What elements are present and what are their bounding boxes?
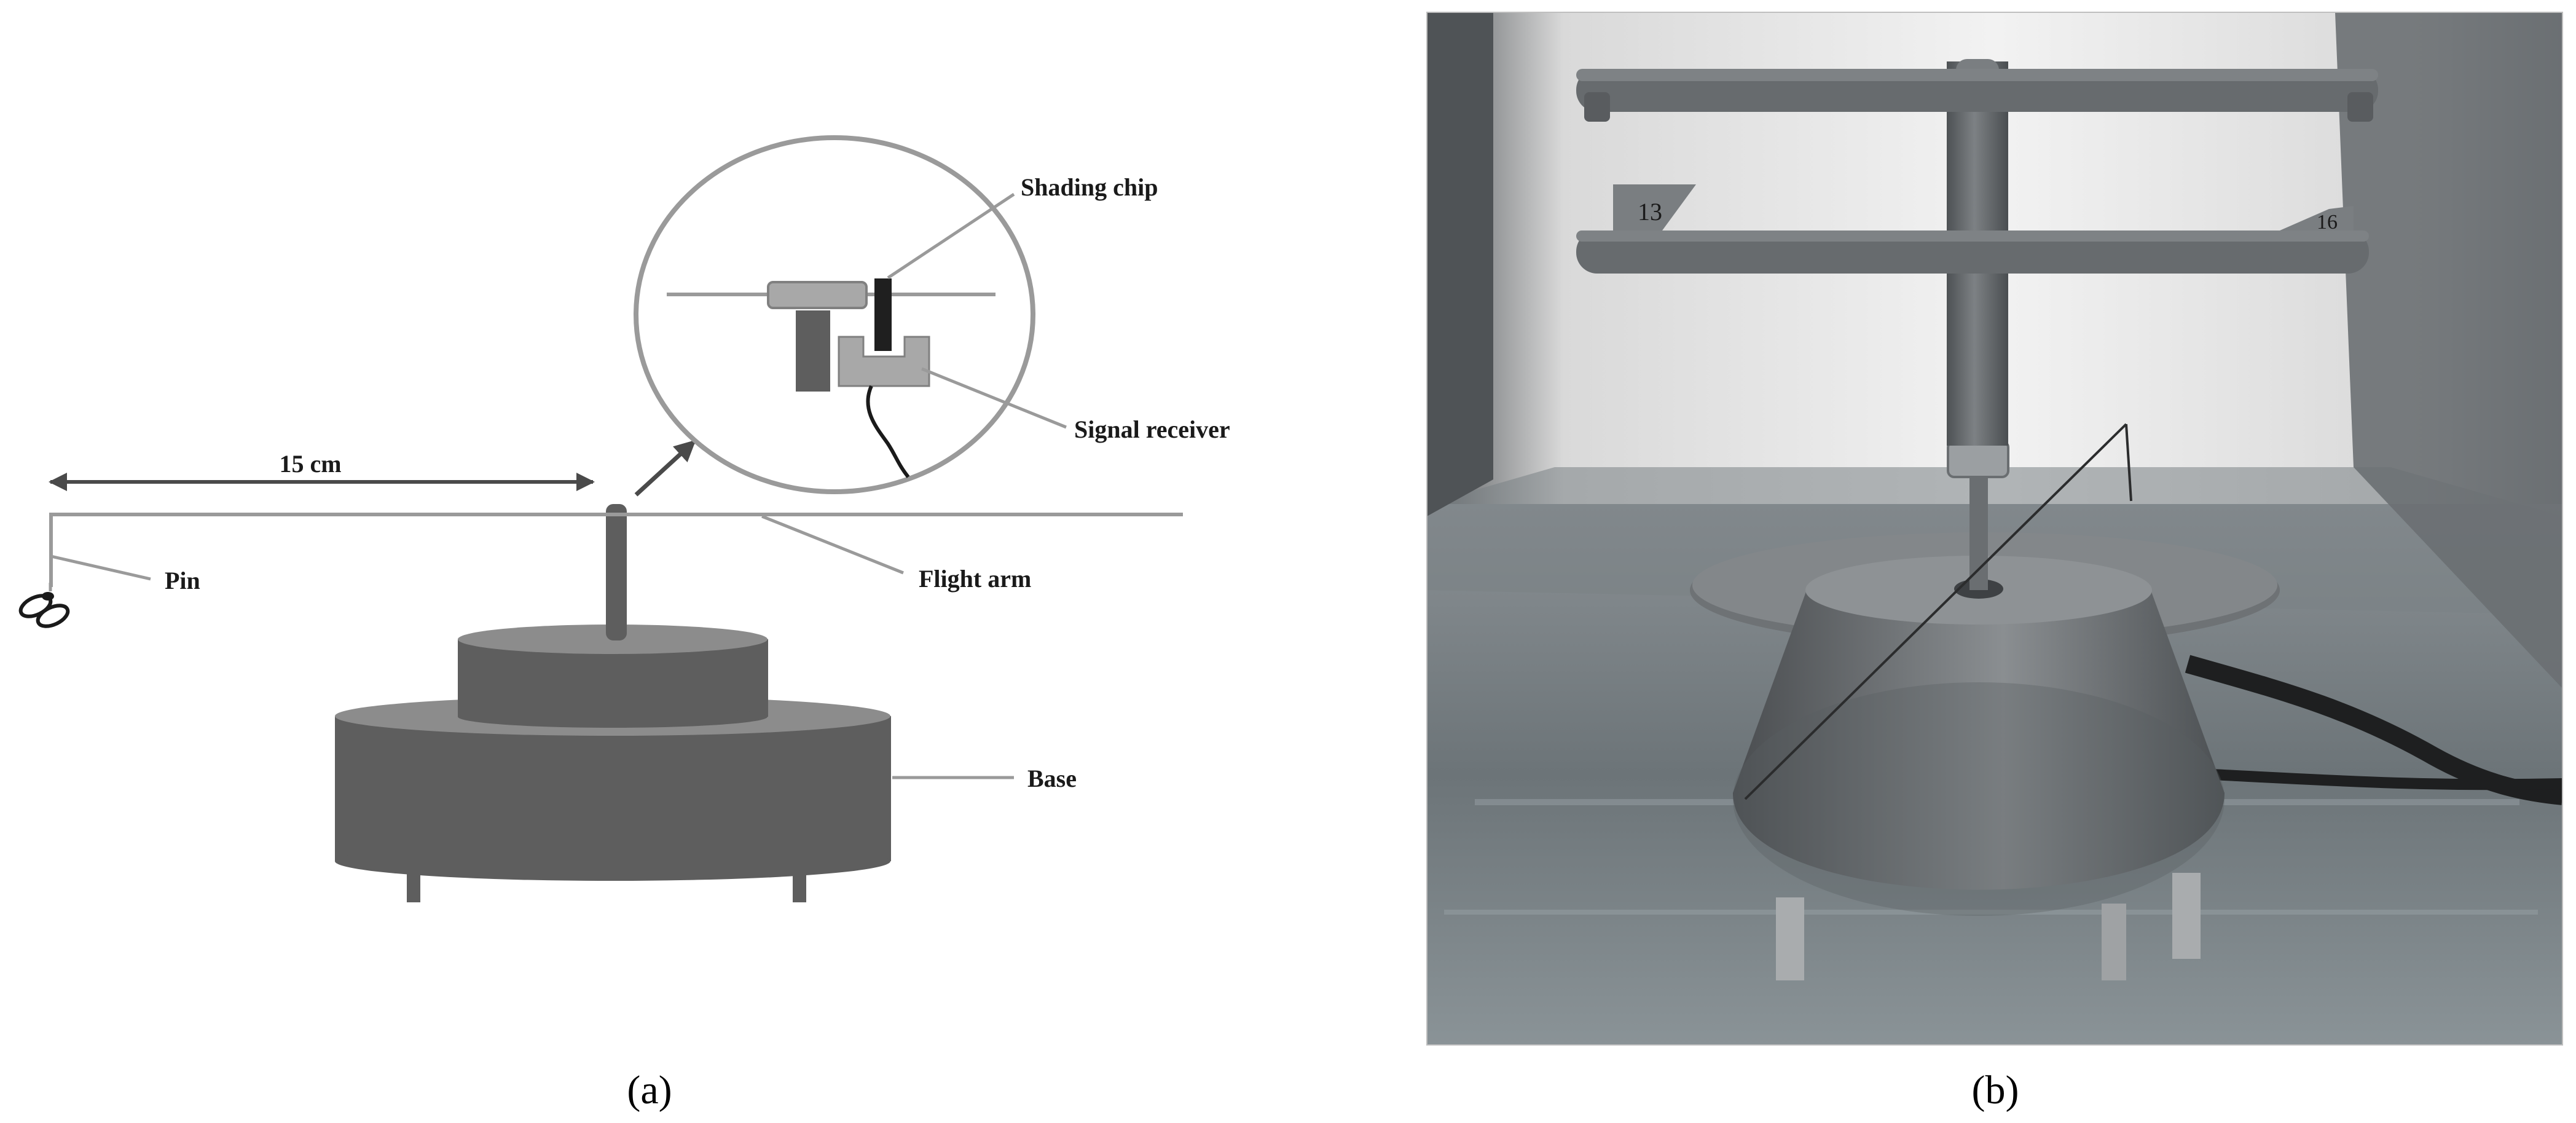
label-pin: Pin [165, 567, 200, 594]
detail-inset-outline [634, 135, 1035, 494]
leader-pin [50, 554, 151, 581]
label-shading-chip: Shading chip [1021, 173, 1158, 201]
photo-frame [1426, 12, 2563, 1046]
caption-b: (b) [1972, 1068, 2019, 1113]
label-flight-arm: Flight arm [919, 565, 1031, 593]
insect-icon [18, 583, 70, 628]
photo-left-tag [1613, 184, 1696, 231]
photo-leg-left [1776, 897, 1804, 980]
photo-right-tag [2280, 206, 2354, 231]
signal-receiver-part [838, 336, 930, 387]
leader-shading-chip [887, 192, 1015, 280]
photo-right-tag-number: 16 [2317, 211, 2338, 234]
photo-left-tag-number: 13 [1638, 198, 1662, 226]
panel-a-schematic: 15 cm Shading chip Signal receiver [18, 135, 1230, 1113]
shading-chip-part [874, 278, 892, 351]
photo-cable [2185, 655, 2562, 805]
photo-collar [1947, 440, 2009, 478]
caption-a: (a) [627, 1068, 672, 1113]
spindle [606, 504, 627, 640]
zoom-arrow [634, 439, 696, 497]
label-signal-receiver: Signal receiver [1074, 416, 1230, 443]
leader-signal-receiver [921, 367, 1067, 429]
base-leg-left [407, 872, 420, 902]
photo-leg-right [2172, 873, 2201, 959]
panel-b-photo: 13 16 (b) [1426, 12, 2563, 1113]
photo-base-body [1733, 590, 2225, 890]
photo-flight-arm [1744, 423, 2127, 800]
detail-inset-contents [667, 278, 995, 478]
base-leg-right [793, 872, 806, 902]
label-base: Base [1027, 765, 1077, 792]
distance-label: 15 cm [279, 450, 341, 478]
leader-flight-arm [761, 514, 904, 575]
photo-spindle [1969, 467, 1988, 590]
